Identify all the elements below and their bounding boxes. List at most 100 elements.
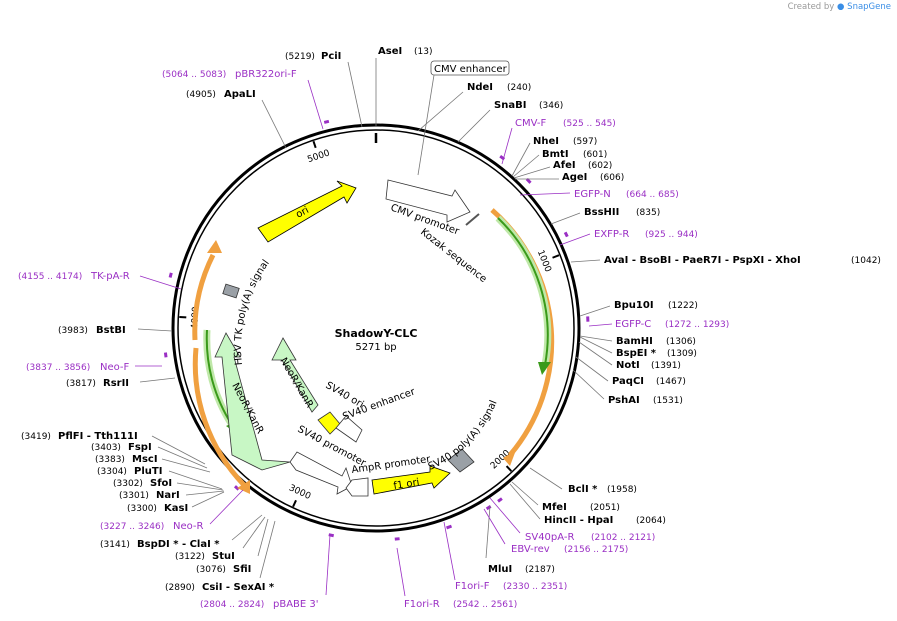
site-label-bstbi: BstBI — [96, 325, 126, 336]
site-pos-agei: (606) — [600, 173, 624, 183]
scale-tick-1000 — [552, 254, 560, 259]
cmv-enhancer-box — [430, 60, 510, 76]
site-label-afei: AfeI — [553, 160, 576, 171]
egfp-orange-arrowhead — [503, 450, 516, 466]
hsv-tk-polya-feature — [222, 283, 240, 299]
site-label-sfoi: SfoI — [150, 478, 172, 489]
site-label-snabi: SnaBI — [494, 100, 526, 111]
primer-mark-pbabe-3- — [328, 533, 335, 538]
site-leader-bamhi — [579, 335, 613, 342]
features — [192, 179, 555, 497]
primer-pos-exfp-r: (925 .. 944) — [645, 230, 698, 240]
primer-leader-tk-pa-r — [139, 275, 182, 290]
site-label-ndei: NdeI — [467, 82, 493, 93]
site-label-pcii: PciI — [321, 51, 341, 62]
site-leader-csii — [259, 520, 276, 579]
primer-leader-f1ori-r — [396, 547, 406, 597]
primer-pos-ebv-rev: (2156 .. 2175) — [564, 545, 628, 555]
primer-label-neo-f: Neo-F — [100, 362, 130, 373]
site-pos-fspi: (3403) — [91, 443, 121, 453]
site-leader-mlui — [485, 505, 491, 559]
site-label-sfii: SfiI — [233, 564, 251, 575]
site-label-bspei: BspEI * — [616, 348, 657, 359]
site-pos-mfei: (2051) — [590, 503, 620, 513]
site-leader-clai — [231, 514, 263, 541]
site-leader-sfoi — [176, 482, 224, 491]
site-pos-noti: (1391) — [651, 361, 681, 371]
ori-feature — [257, 180, 357, 243]
primer-pos-pbabe3: (2804 .. 2824) — [200, 600, 264, 610]
primer-mark-sv40pa-r — [497, 497, 503, 503]
site-leader-kasi — [191, 491, 225, 508]
site-pos-rsrii: (3817) — [66, 379, 96, 389]
site-label-pshai: PshAI — [608, 395, 640, 406]
primer-pos-neo-r: (3227 .. 3246) — [100, 522, 164, 532]
site-label-stui: StuI — [212, 551, 235, 562]
primer-pos-f1ori-f: (2330 .. 2351) — [503, 582, 567, 592]
site-pos-paqci: (1467) — [656, 377, 686, 387]
credit-brand: SnapGene — [847, 2, 891, 12]
site-label-bpu10i: Bpu10I — [614, 300, 654, 311]
site-pos-bmti: (601) — [583, 150, 607, 160]
primer-pos-sv40pa-r: (2102 .. 2121) — [591, 533, 655, 543]
neo-green-arc — [205, 329, 233, 426]
site-leader-mfei — [511, 481, 539, 506]
site-pos-bamhi: (1306) — [666, 337, 696, 347]
site-pos-pcii: (5219) — [285, 52, 315, 62]
primer-label-f1ori-f: F1ori-F — [455, 581, 490, 592]
f1-ori-feature — [371, 465, 451, 495]
site-label-nhei: NheI — [533, 136, 559, 147]
primer-label-ebv-rev: EBV-rev — [511, 544, 550, 555]
site-leader-nhei — [511, 142, 531, 177]
site-label-bcli: BclI * — [568, 484, 598, 495]
site-label-msci: MscI — [132, 454, 158, 465]
site-pos-pflfi: (3419) — [21, 432, 51, 442]
primer-mark-f1ori-f — [446, 524, 453, 530]
site-leader-noti — [578, 341, 613, 366]
neo-lower-orange-arc — [192, 347, 246, 487]
primer-pos-f1ori-r: (2542 .. 2561) — [453, 600, 517, 610]
site-pos-clai: (3141) — [100, 540, 130, 550]
primer-label-sv40pa-r: SV40pA-R — [525, 532, 574, 543]
plasmid-name: ShadowY-CLC — [335, 327, 418, 340]
site-pos-stui: (3122) — [175, 552, 205, 562]
site-leader-msci — [161, 458, 211, 473]
site-leader-pcii — [347, 61, 363, 128]
primer-label-egfp-c: EGFP-C — [615, 319, 651, 330]
plasmid-size: 5271 bp — [355, 342, 396, 353]
feature-label-cmv-enhancer: CMV enhancer — [434, 64, 508, 75]
cmv-enhancer-leader — [417, 74, 435, 176]
feature-label-ori: ori — [294, 205, 311, 221]
primer-label-exfp-r: EXFP-R — [594, 229, 629, 240]
site-label-pluti: PluTI — [134, 466, 162, 477]
site-leader-pluti — [168, 470, 223, 490]
primer-label-egfp-n: EGFP-N — [574, 189, 611, 200]
primer-mark-pbr322ori-f — [323, 119, 330, 124]
site-leader-ndei — [417, 91, 464, 132]
site-pos-sfoi: (3302) — [113, 479, 143, 489]
egfp-green-arrowhead — [538, 362, 551, 375]
site-label-bamhi: BamHI — [616, 336, 653, 347]
egfp-green-arc — [497, 217, 549, 366]
site-label-mfei: MfeI — [542, 502, 567, 513]
site-pos-apali: (4905) — [186, 90, 216, 100]
site-label-hincii: HincII - HpaI — [544, 515, 613, 526]
site-leader-avai — [570, 259, 601, 263]
site-label-pflfi: PflFI - Tth111I — [58, 431, 138, 442]
site-pos-csii: (2890) — [165, 583, 195, 593]
primer-leader-sv40pa-r — [489, 497, 521, 534]
site-pos-bsshii: (835) — [636, 208, 660, 218]
site-pos-ndei: (240) — [507, 83, 531, 93]
backbone-inner-ring — [177, 129, 575, 527]
primer-mark-neo-f — [163, 352, 168, 358]
site-label-csii: CsiI - SexAI * — [202, 582, 275, 593]
site-leader-bspei — [579, 336, 613, 354]
primer-leader-ebv-rev — [483, 508, 506, 545]
scale-tick-3000 — [292, 499, 297, 508]
primer-label-neo-r: Neo-R — [173, 521, 204, 532]
site-leader-pshai — [572, 369, 605, 400]
site-pos-bcli: (1958) — [607, 485, 637, 495]
site-label-agei: AgeI — [562, 172, 587, 183]
site-leader-bmti — [512, 154, 540, 178]
